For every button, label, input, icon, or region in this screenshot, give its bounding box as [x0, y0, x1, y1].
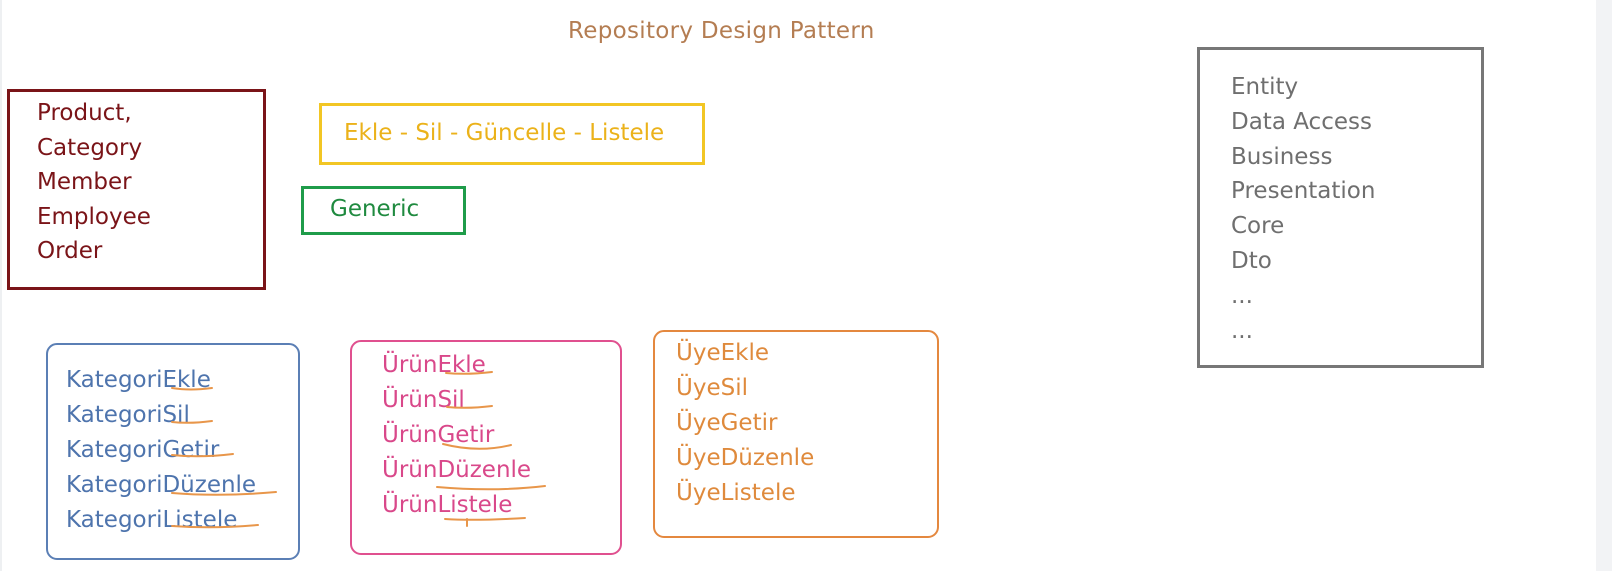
- urun-method: ÜrünListele: [382, 492, 513, 518]
- generic-label: Generic: [330, 196, 420, 222]
- uye-method: ÜyeGetir: [676, 410, 778, 436]
- uye-method: ÜyeEkle: [676, 340, 769, 366]
- entity-item: Order: [37, 238, 103, 265]
- urun-method: ÜrünEkle: [382, 352, 486, 378]
- entity-item: Employee: [37, 203, 151, 230]
- uye-method: ÜyeSil: [676, 375, 748, 401]
- urun-methods-box: ÜrünEkle ÜrünSil ÜrünGetir ÜrünDüzenle Ü…: [350, 340, 622, 555]
- urun-method: ÜrünSil: [382, 387, 465, 413]
- entities-box: Product, Category Member Employee Order: [7, 89, 266, 290]
- urun-method: ÜrünGetir: [382, 422, 495, 448]
- generic-box: Generic: [301, 186, 466, 235]
- entity-item: Member: [37, 169, 132, 196]
- layer-item: Data Access: [1231, 108, 1372, 135]
- kategori-method: KategoriGetir: [66, 437, 220, 463]
- uye-method: ÜyeDüzenle: [676, 445, 815, 471]
- diagram-title: Repository Design Pattern: [568, 18, 875, 44]
- kategori-method: KategoriDüzenle: [66, 472, 257, 498]
- layer-item: Entity: [1231, 74, 1299, 100]
- layer-item: Dto: [1231, 247, 1272, 274]
- crud-operations-box: Ekle - Sil - Güncelle - Listele: [319, 103, 705, 165]
- kategori-method: KategoriListele: [66, 507, 238, 533]
- layers-box: Entity Data Access Business Presentation…: [1197, 47, 1484, 368]
- crud-operations-label: Ekle - Sil - Güncelle - Listele: [344, 120, 665, 146]
- urun-method: ÜrünDüzenle: [382, 457, 532, 483]
- left-edge: [0, 0, 2, 571]
- entity-item: Category: [37, 134, 143, 161]
- uye-method: ÜyeListele: [676, 480, 796, 506]
- kategori-method: KategoriEkle: [66, 367, 211, 393]
- layer-item: ...: [1231, 282, 1253, 309]
- kategori-methods-box: KategoriEkle KategoriSil KategoriGetir K…: [46, 343, 300, 560]
- layer-item: ...: [1231, 317, 1253, 344]
- kategori-method: KategoriSil: [66, 402, 190, 428]
- layer-item: Core: [1231, 213, 1285, 240]
- uye-methods-box: ÜyeEkle ÜyeSil ÜyeGetir ÜyeDüzenle ÜyeLi…: [653, 330, 939, 538]
- layer-item: Business: [1231, 143, 1333, 170]
- entity-item: Product,: [37, 100, 132, 126]
- layer-item: Presentation: [1231, 178, 1376, 205]
- right-scroll-edge: [1596, 0, 1612, 571]
